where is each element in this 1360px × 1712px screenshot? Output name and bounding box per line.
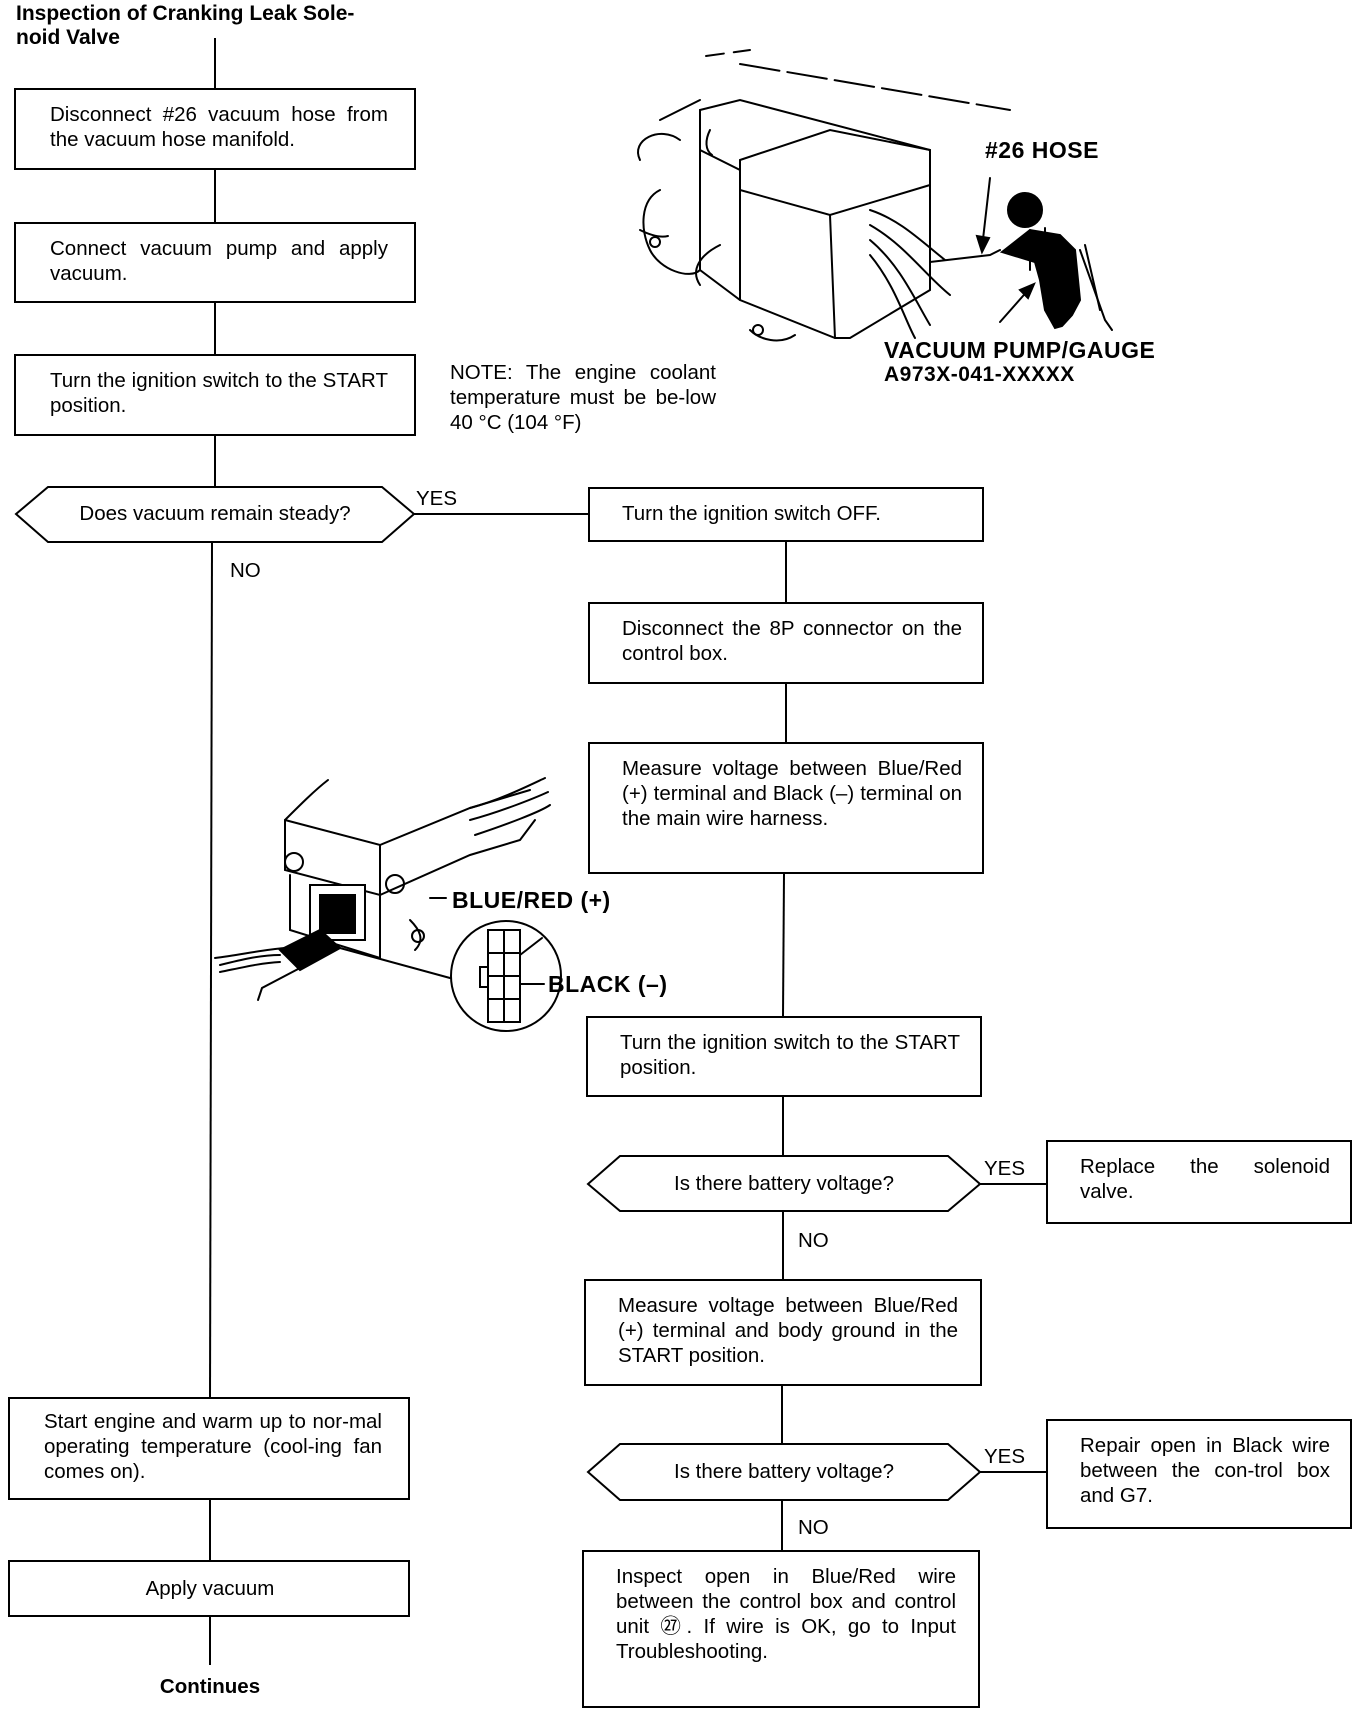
page-title: Inspection of Cranking Leak Sole- noid V…	[16, 2, 355, 49]
step-ignition-off: Turn the ignition switch OFF.	[588, 487, 984, 542]
control-box-vacuum-pump-illustration	[637, 49, 1113, 342]
no-label-q1: NO	[230, 559, 261, 582]
decision-battery-voltage-2-text: Is there battery voltage?	[674, 1460, 894, 1483]
step-measure-voltage-black-text: Measure voltage between Blue/Red (+) ter…	[622, 757, 962, 830]
decision-battery-voltage-2	[586, 1443, 982, 1501]
no-label-q3: NO	[798, 1516, 829, 1539]
step-connect-pump: Connect vacuum pump and apply vacuum.	[14, 222, 416, 303]
step-inspect-blue-red-wire-text: Inspect open in Blue/Red wire between th…	[616, 1565, 956, 1663]
step-ignition-start-2-text: Turn the ignition switch to the START po…	[620, 1031, 960, 1079]
step-warm-up-engine-text: Start engine and warm up to nor-mal oper…	[44, 1410, 382, 1483]
step-disconnect-8p-text: Disconnect the 8P connector on the contr…	[622, 617, 962, 665]
step-ignition-start: Turn the ignition switch to the START po…	[14, 354, 416, 436]
step-connect-pump-text: Connect vacuum pump and apply vacuum.	[50, 237, 388, 285]
step-warm-up-engine: Start engine and warm up to nor-mal oper…	[8, 1397, 410, 1500]
decision-vacuum-steady	[14, 486, 416, 543]
decision-battery-voltage-1-text: Is there battery voltage?	[674, 1172, 894, 1195]
blue-red-terminal-label: BLUE/RED (+)	[452, 887, 611, 913]
step-measure-voltage-ground-text: Measure voltage between Blue/Red (+) ter…	[618, 1294, 958, 1367]
vacuum-pump-part-number: A973X-041-XXXXX	[884, 363, 1075, 386]
decision-vacuum-steady-text: Does vacuum remain steady?	[79, 502, 351, 525]
continues-label: Continues	[159, 1675, 261, 1698]
step-repair-black-wire-text: Repair open in Black wire between the co…	[1080, 1434, 1330, 1507]
step-ignition-start-text: Turn the ignition switch to the START po…	[50, 369, 388, 417]
no-label-q2: NO	[798, 1229, 829, 1252]
decision-battery-voltage-1	[586, 1155, 982, 1212]
yes-label-q2: YES	[984, 1157, 1026, 1180]
step-replace-solenoid-text: Replace the solenoid valve.	[1080, 1155, 1330, 1203]
step-disconnect-hose: Disconnect #26 vacuum hose from the vacu…	[14, 88, 416, 170]
connector-q1-no	[209, 542, 213, 1398]
step-disconnect-hose-text: Disconnect #26 vacuum hose from the vacu…	[50, 103, 388, 151]
coolant-temperature-note: NOTE: The engine coolant temperature mus…	[450, 361, 716, 434]
step-ignition-start-2: Turn the ignition switch to the START po…	[586, 1016, 982, 1097]
vacuum-pump-label: VACUUM PUMP/GAUGE	[884, 337, 1156, 363]
step-apply-vacuum: Apply vacuum	[8, 1560, 410, 1617]
black-terminal-label: BLACK (–)	[548, 971, 668, 997]
connector-r3-r4	[782, 873, 785, 1017]
step-ignition-off-text: Turn the ignition switch OFF.	[622, 502, 882, 525]
step-apply-vacuum-text: Apply vacuum	[145, 1577, 275, 1600]
control-box-connector-illustration	[214, 777, 562, 1032]
step-disconnect-8p: Disconnect the 8P connector on the contr…	[588, 602, 984, 684]
step-inspect-blue-red-wire: Inspect open in Blue/Red wire between th…	[582, 1550, 980, 1708]
step-measure-voltage-black: Measure voltage between Blue/Red (+) ter…	[588, 742, 984, 874]
step-measure-voltage-ground: Measure voltage between Blue/Red (+) ter…	[584, 1279, 982, 1386]
hose-label: #26 HOSE	[985, 137, 1099, 163]
yes-label-q1: YES	[416, 487, 458, 510]
step-repair-black-wire: Repair open in Black wire between the co…	[1046, 1419, 1352, 1529]
yes-label-q3: YES	[984, 1445, 1026, 1468]
step-replace-solenoid: Replace the solenoid valve.	[1046, 1140, 1352, 1224]
